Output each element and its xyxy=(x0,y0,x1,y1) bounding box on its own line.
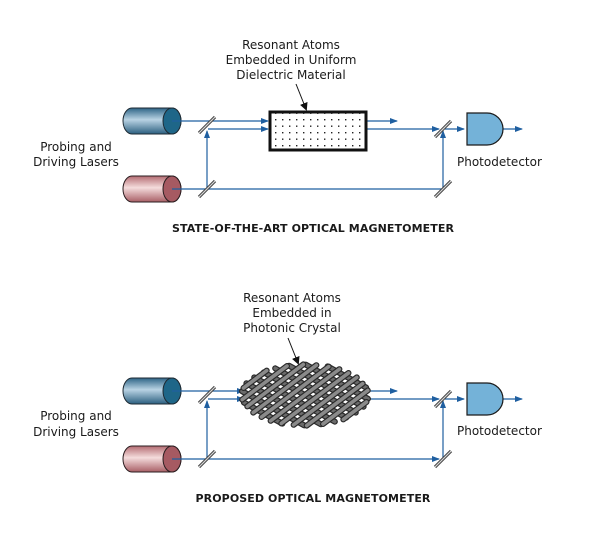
bottom-laser-label-line1: Probing and xyxy=(40,409,112,423)
crystal-rod xyxy=(341,400,369,422)
crystal-rod xyxy=(240,364,289,402)
bottom-beam-paths xyxy=(172,388,523,462)
bottom-sample-label-line3: Photonic Crystal xyxy=(243,321,341,335)
top-beam-paths xyxy=(172,118,523,190)
top-diagram: Resonant Atoms Embedded in Uniform Diele… xyxy=(33,38,542,235)
top-pointer-arrow xyxy=(295,83,308,111)
dielectric-cell-icon xyxy=(268,110,368,152)
bottom-sample-label-line1: Resonant Atoms xyxy=(243,291,341,305)
top-laser-label-line2: Driving Lasers xyxy=(33,155,119,169)
photonic-crystal-icon xyxy=(239,361,371,429)
top-sample-label-line2: Embedded in Uniform xyxy=(226,53,357,67)
bottom-diagram: Resonant Atoms Embedded in Photonic Crys… xyxy=(33,291,542,505)
crystal-rod xyxy=(291,375,359,427)
crystal-rod xyxy=(259,364,331,419)
crystal-rod xyxy=(304,381,365,428)
bottom-laser-label-line2: Driving Lasers xyxy=(33,425,119,439)
top-diagram-title: STATE-OF-THE-ART OPTICAL MAGNETOMETER xyxy=(172,222,454,235)
beam-splitter-icon xyxy=(197,385,217,405)
photodetector-icon xyxy=(466,382,504,416)
top-sample-label-line3: Dielectric Material xyxy=(236,68,345,82)
top-laser-label-line1: Probing and xyxy=(40,140,112,154)
crystal-rod xyxy=(245,362,306,409)
crystal-rod xyxy=(321,388,370,426)
crystal-rod xyxy=(251,363,319,415)
crystal-rod xyxy=(279,371,351,426)
bottom-detector-label: Photodetector xyxy=(457,424,542,438)
photodetector-icon xyxy=(466,112,504,146)
crystal-rod xyxy=(241,368,269,390)
crystal-rod xyxy=(268,367,342,423)
bottom-pointer-arrow xyxy=(287,337,300,365)
bottom-sample-label-line2: Embedded in xyxy=(252,306,331,320)
bottom-diagram-title: PROPOSED OPTICAL MAGNETOMETER xyxy=(195,492,430,505)
beam-splitter-icon xyxy=(197,115,217,135)
top-detector-label: Photodetector xyxy=(457,155,542,169)
top-sample-label-line1: Resonant Atoms xyxy=(242,38,340,52)
